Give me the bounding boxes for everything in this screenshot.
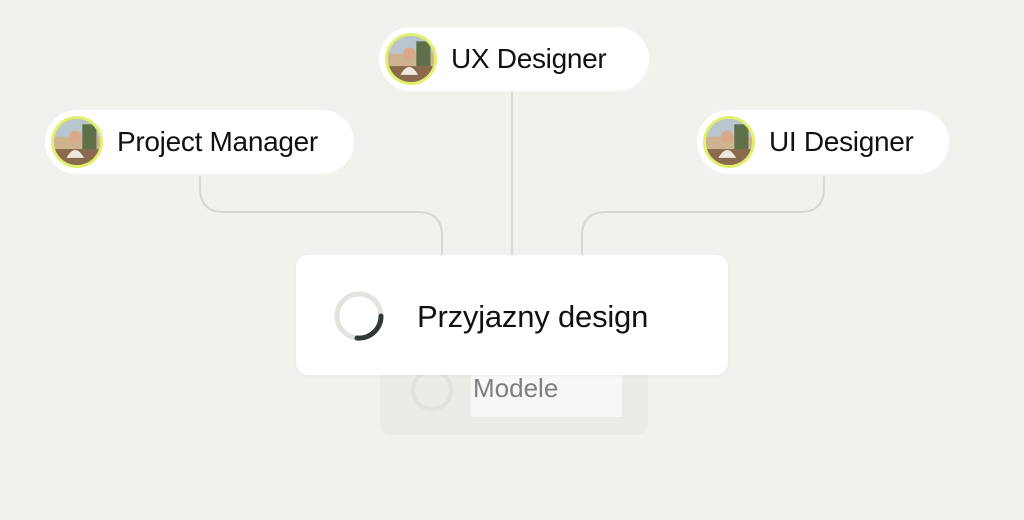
role-pill-ux-designer[interactable]: UX Designer — [379, 27, 649, 91]
role-pill-project-manager[interactable]: Project Manager — [45, 110, 354, 174]
queued-task-highlight — [471, 370, 622, 417]
active-task-label: Przyjazny design — [417, 299, 649, 334]
queued-task-label: Modele — [473, 373, 559, 403]
avatar — [385, 33, 437, 85]
loading-spinner-icon — [334, 291, 384, 341]
role-label: Project Manager — [117, 126, 318, 157]
connector-ui-to-card — [581, 176, 825, 256]
queued-spinner-icon — [411, 369, 453, 411]
role-label: UI Designer — [769, 126, 914, 157]
active-task-card[interactable]: Przyjazny design — [296, 255, 728, 375]
connector-pm-to-card — [199, 176, 443, 256]
role-pill-ui-designer[interactable]: UI Designer — [697, 110, 949, 174]
avatar — [703, 116, 755, 168]
role-label: UX Designer — [451, 43, 607, 74]
avatar — [51, 116, 103, 168]
